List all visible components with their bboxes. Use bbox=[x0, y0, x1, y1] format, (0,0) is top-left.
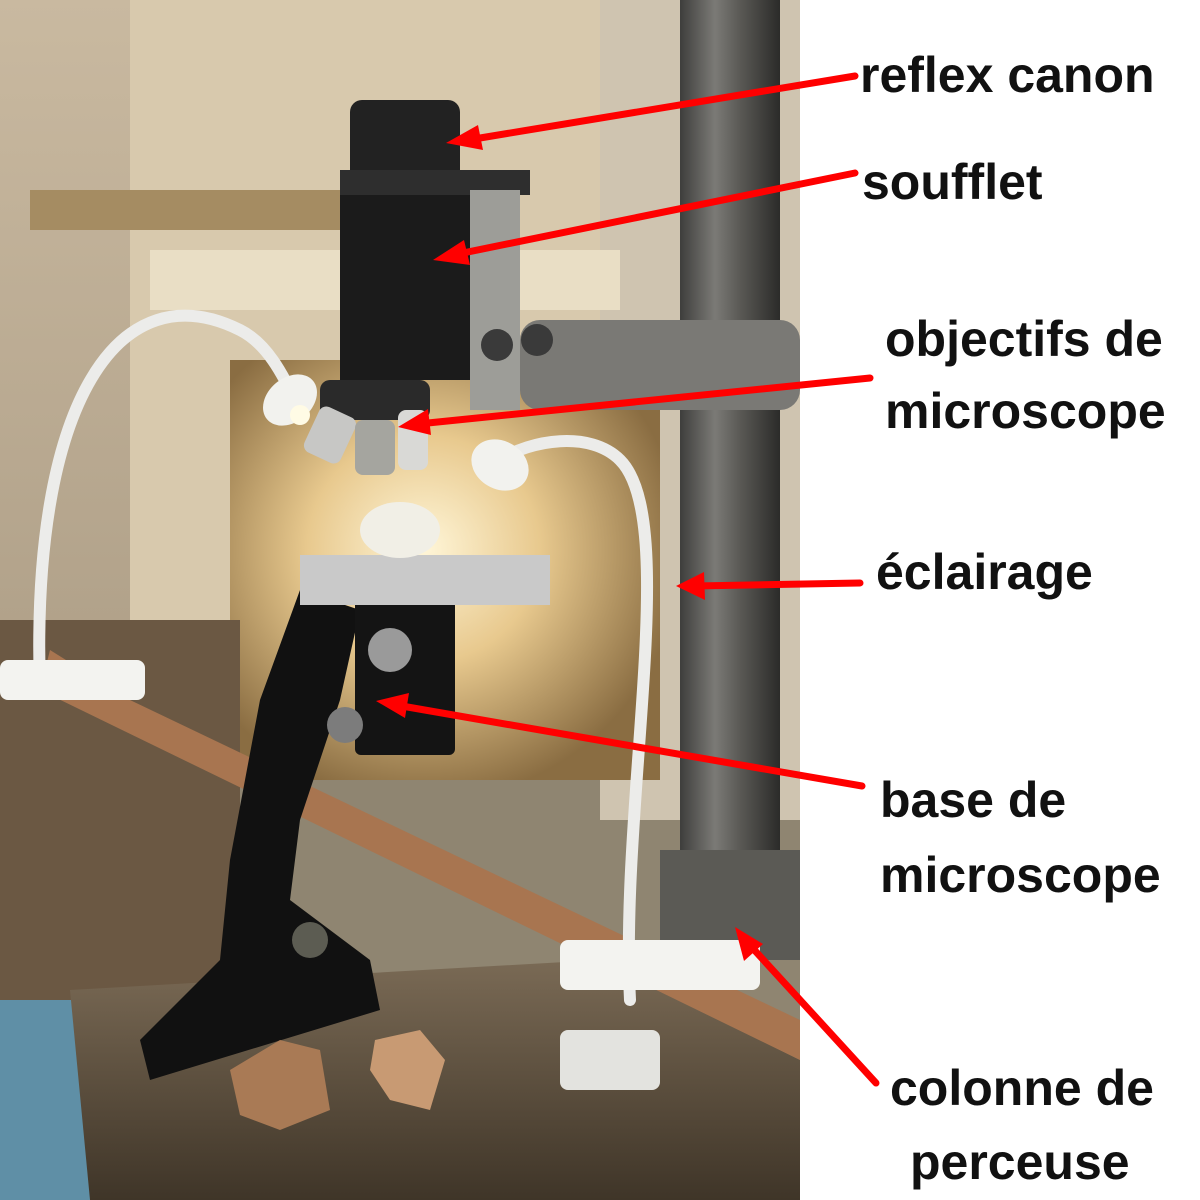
microscope-photo bbox=[0, 0, 800, 1200]
label-objectifs-line1: objectifs de bbox=[885, 311, 1163, 367]
label-colonne-line2: perceuse bbox=[910, 1134, 1130, 1190]
label-base-line1: base de bbox=[880, 772, 1067, 828]
label-colonne-line1: colonne de bbox=[890, 1060, 1154, 1116]
rocks bbox=[230, 1030, 445, 1130]
label-soufflet: soufflet bbox=[862, 154, 1043, 210]
label-objectifs-line2: microscope bbox=[885, 383, 1166, 439]
gooseneck-lamps bbox=[33, 309, 654, 1006]
label-reflex-canon: reflex canon bbox=[860, 47, 1155, 103]
label-eclairage: éclairage bbox=[876, 544, 1093, 600]
label-base-line2: microscope bbox=[880, 847, 1161, 903]
lamp-heads bbox=[0, 374, 760, 1090]
